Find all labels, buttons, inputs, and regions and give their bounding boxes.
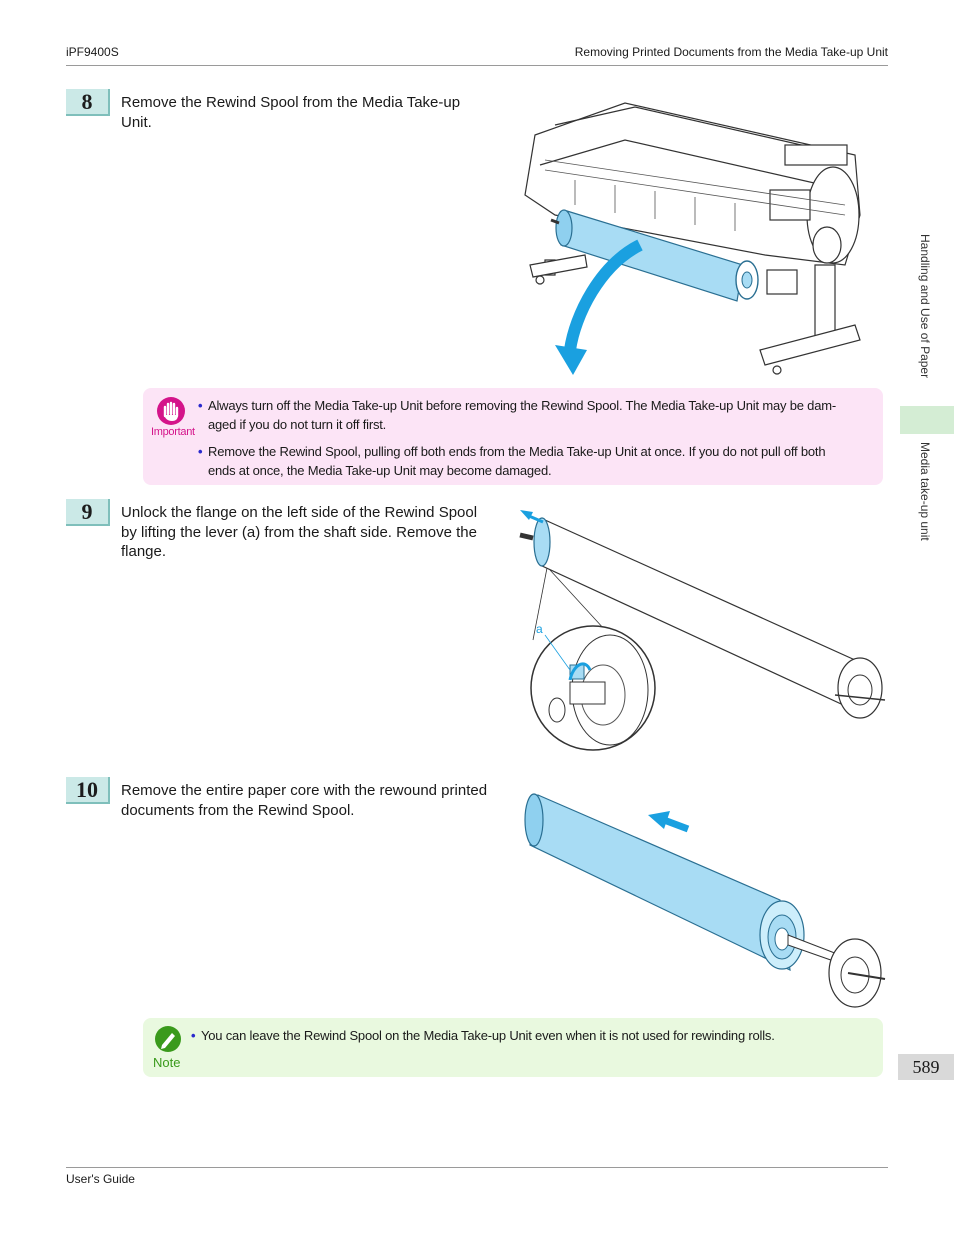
step-number-10: 10 xyxy=(66,777,110,804)
note-item-line: You can leave the Rewind Spool on the Me… xyxy=(201,1028,775,1043)
important-item: • Remove the Rewind Spool, pulling off b… xyxy=(198,442,878,480)
side-tab-subsection[interactable]: Media take-up unit xyxy=(918,442,932,541)
important-callout: Important • Always turn off the Media Ta… xyxy=(143,388,883,485)
header-section-title: Removing Printed Documents from the Medi… xyxy=(574,45,888,59)
step-10-text: Remove the entire paper core with the re… xyxy=(121,781,487,820)
note-label: Note xyxy=(153,1055,181,1070)
note-callout: Note • You can leave the Rewind Spool on… xyxy=(143,1018,883,1077)
important-list: • Always turn off the Media Take-up Unit… xyxy=(198,396,878,480)
important-item-line: Remove the Rewind Spool, pulling off bot… xyxy=(208,444,826,459)
step-8-text: Remove the Rewind Spool from the Media T… xyxy=(121,93,460,132)
pencil-check-icon xyxy=(155,1026,181,1052)
important-item-line: aged if you do not turn it off first. xyxy=(208,417,387,432)
side-tab-section[interactable]: Handling and Use of Paper xyxy=(918,234,932,379)
header-product: iPF9400S xyxy=(66,45,119,59)
side-tab-highlight xyxy=(900,406,954,434)
printer-spool-removal-illustration xyxy=(524,102,861,375)
step-9-line: by lifting the lever (a) from the shaft … xyxy=(121,523,477,541)
step-8-line: Unit. xyxy=(121,113,152,131)
hand-stop-icon xyxy=(157,397,185,425)
flange-unlock-illustration: a xyxy=(519,510,886,751)
lever-label: a xyxy=(536,622,543,636)
step-number-9: 9 xyxy=(66,499,110,526)
step-number-8: 8 xyxy=(66,89,110,116)
footer-guide-title: User's Guide xyxy=(66,1172,135,1186)
important-item-line: ends at once, the Media Take-up Unit may… xyxy=(208,463,552,478)
important-label: Important xyxy=(151,426,195,438)
header-rule xyxy=(66,65,888,66)
step-8-line: Remove the Rewind Spool from the Media T… xyxy=(121,94,461,111)
important-item: • Always turn off the Media Take-up Unit… xyxy=(198,396,878,434)
bullet-icon: • xyxy=(198,444,203,459)
step-10-line: Remove the entire paper core with the re… xyxy=(121,782,488,799)
footer-rule xyxy=(66,1167,888,1168)
note-list: • You can leave the Rewind Spool on the … xyxy=(191,1026,871,1045)
bullet-icon: • xyxy=(198,398,203,413)
step-9-text: Unlock the flange on the left side of th… xyxy=(121,503,477,562)
note-item: • You can leave the Rewind Spool on the … xyxy=(191,1026,871,1045)
important-item-line: Always turn off the Media Take-up Unit b… xyxy=(208,398,836,413)
bullet-icon: • xyxy=(191,1028,196,1043)
step-9-line: Unlock the flange on the left side of th… xyxy=(121,504,478,521)
step-9-line: flange. xyxy=(121,543,167,560)
paper-core-removal-illustration xyxy=(524,793,886,1008)
page-number: 589 xyxy=(898,1054,954,1080)
step-10-line: documents from the Rewind Spool. xyxy=(121,801,355,819)
